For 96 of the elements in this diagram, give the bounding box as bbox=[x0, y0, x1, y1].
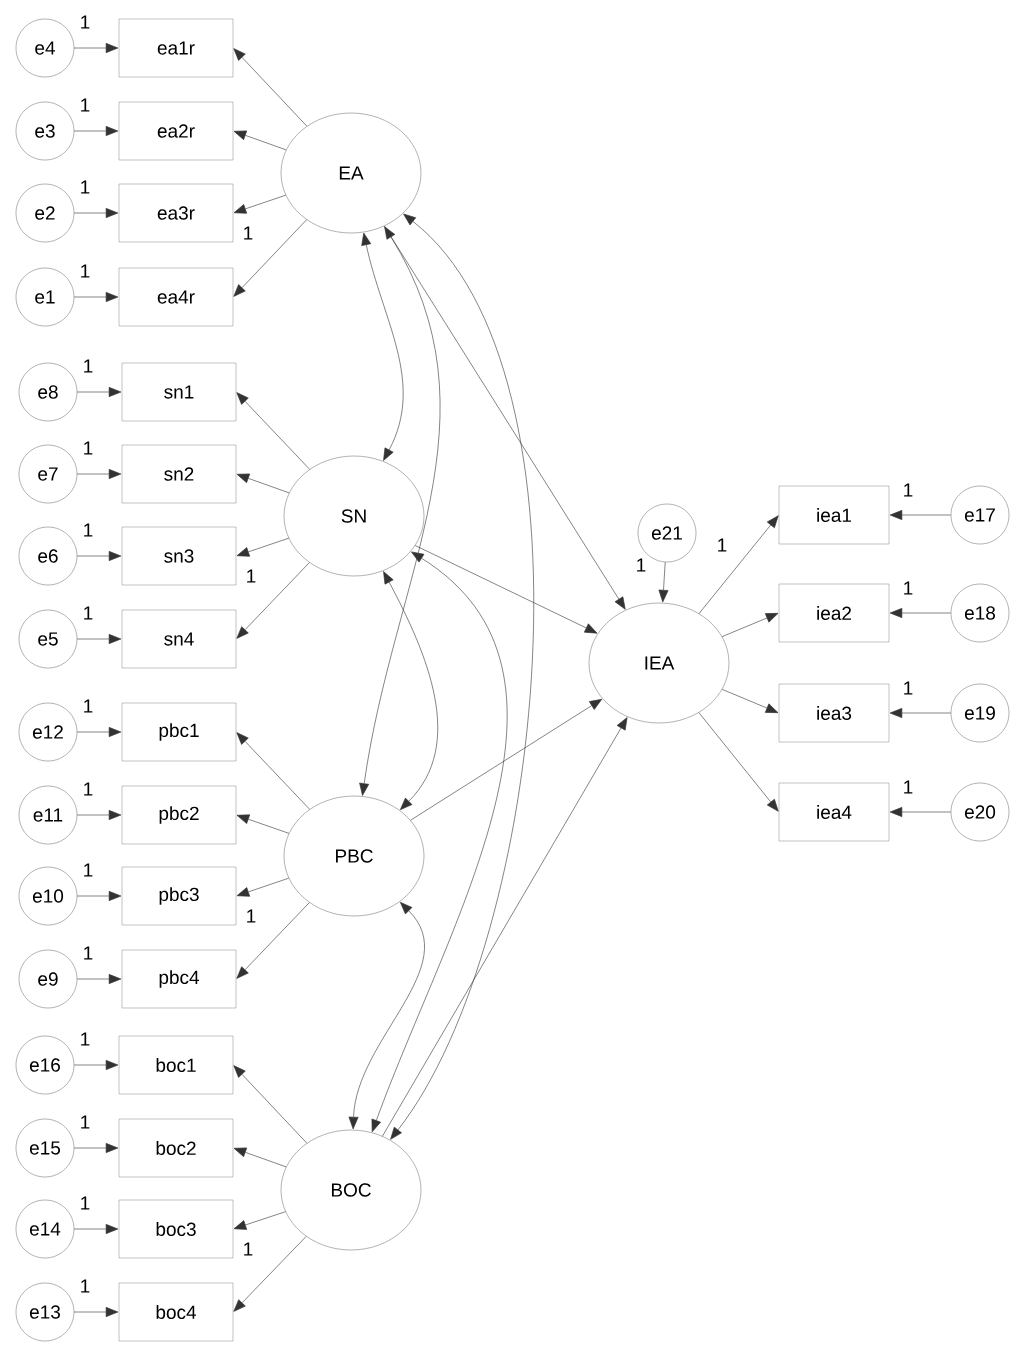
covariance-arrow bbox=[371, 551, 508, 1133]
edge-label: 1 bbox=[81, 180, 90, 194]
edge-label: 1 bbox=[84, 863, 93, 877]
covariance-arrow bbox=[390, 213, 534, 1140]
arrow bbox=[76, 551, 122, 561]
arrow bbox=[233, 1065, 308, 1144]
arrow bbox=[73, 1307, 119, 1317]
arrow bbox=[236, 392, 310, 470]
edge-label: 1 bbox=[81, 1032, 90, 1046]
indicator-box: sn3 bbox=[121, 526, 237, 586]
arrow bbox=[889, 510, 952, 520]
arrow bbox=[76, 810, 122, 820]
arrow bbox=[414, 545, 598, 634]
indicator-box: pbc2 bbox=[121, 785, 237, 845]
arrow bbox=[76, 974, 122, 984]
arrow bbox=[236, 877, 290, 897]
arrow bbox=[889, 608, 952, 618]
arrow bbox=[698, 712, 779, 812]
edge-label: 1 bbox=[81, 15, 90, 29]
arrow bbox=[73, 126, 119, 136]
indicator-box: iea1 bbox=[778, 485, 890, 545]
covariance-arrow bbox=[383, 571, 438, 810]
indicator-box: iea3 bbox=[778, 683, 890, 743]
indicator-box: boc4 bbox=[118, 1282, 234, 1342]
arrow bbox=[76, 469, 122, 479]
arrow bbox=[76, 891, 122, 901]
arrow bbox=[233, 1236, 307, 1312]
arrow bbox=[236, 902, 310, 979]
indicator-box: boc1 bbox=[118, 1035, 234, 1095]
edge-label: 1 bbox=[81, 1196, 90, 1210]
edge-label: 1 bbox=[84, 782, 93, 796]
indicator-box: ea4r bbox=[118, 267, 234, 327]
arrow bbox=[73, 1224, 119, 1234]
indicator-box: ea3r bbox=[118, 183, 234, 243]
covariance-arrow bbox=[359, 226, 441, 796]
indicator-box: sn2 bbox=[121, 444, 237, 504]
indicator-box: ea2r bbox=[118, 101, 234, 161]
arrow bbox=[889, 708, 952, 718]
arrow bbox=[233, 194, 287, 214]
arrow bbox=[721, 613, 779, 637]
edge-label: 1 bbox=[904, 483, 913, 497]
arrow bbox=[233, 130, 287, 151]
arrow bbox=[236, 562, 310, 639]
edge-label: 1 bbox=[244, 1242, 253, 1256]
arrow bbox=[236, 814, 290, 834]
indicator-box: iea2 bbox=[778, 583, 890, 643]
arrow bbox=[73, 43, 119, 53]
covariance-arrow bbox=[361, 232, 404, 461]
indicator-box: sn4 bbox=[121, 609, 237, 669]
edge-label: 1 bbox=[904, 581, 913, 595]
arrow bbox=[236, 537, 290, 557]
indicator-box: iea4 bbox=[778, 782, 890, 842]
arrow bbox=[73, 208, 119, 218]
indicator-box: pbc1 bbox=[121, 702, 237, 762]
edge-label: 1 bbox=[904, 681, 913, 695]
edge-label: 1 bbox=[247, 909, 256, 923]
arrow bbox=[384, 225, 626, 610]
edge-label: 1 bbox=[81, 264, 90, 278]
arrow bbox=[233, 1147, 287, 1168]
arrow bbox=[721, 689, 779, 713]
arrow bbox=[76, 727, 122, 737]
edge-label: 1 bbox=[718, 538, 727, 552]
arrow bbox=[233, 1211, 286, 1230]
arrow bbox=[889, 807, 952, 817]
edge-label: 1 bbox=[81, 1279, 90, 1293]
arrow bbox=[76, 387, 122, 397]
arrow bbox=[410, 698, 603, 821]
arrow bbox=[73, 1060, 119, 1070]
edge-label: 1 bbox=[81, 1115, 90, 1129]
indicator-box: pbc4 bbox=[121, 949, 237, 1009]
arrow bbox=[73, 1143, 119, 1153]
arrow bbox=[698, 515, 779, 614]
edge-label: 1 bbox=[84, 946, 93, 960]
edge-label: 1 bbox=[84, 523, 93, 537]
edge-label: 1 bbox=[84, 441, 93, 455]
edge-label: 1 bbox=[247, 569, 256, 583]
edge-label: 1 bbox=[84, 699, 93, 713]
edge-label: 1 bbox=[904, 780, 913, 794]
arrow bbox=[236, 473, 290, 494]
arrow bbox=[73, 292, 119, 302]
arrow bbox=[382, 717, 628, 1137]
arrow bbox=[658, 561, 669, 603]
indicator-box: ea1r bbox=[118, 18, 234, 78]
indicator-box: boc2 bbox=[118, 1118, 234, 1178]
arrow bbox=[236, 732, 310, 810]
edge-label: 1 bbox=[84, 606, 93, 620]
edge-label: 1 bbox=[244, 226, 253, 240]
indicator-box: boc3 bbox=[118, 1199, 234, 1259]
arrow bbox=[233, 48, 308, 127]
indicator-box: sn1 bbox=[121, 362, 237, 422]
edge-label: 1 bbox=[81, 98, 90, 112]
edge-label: 1 bbox=[84, 359, 93, 373]
indicator-box: pbc3 bbox=[121, 866, 237, 926]
covariance-arrow bbox=[348, 902, 425, 1130]
arrow bbox=[76, 634, 122, 644]
arrow bbox=[233, 219, 307, 297]
